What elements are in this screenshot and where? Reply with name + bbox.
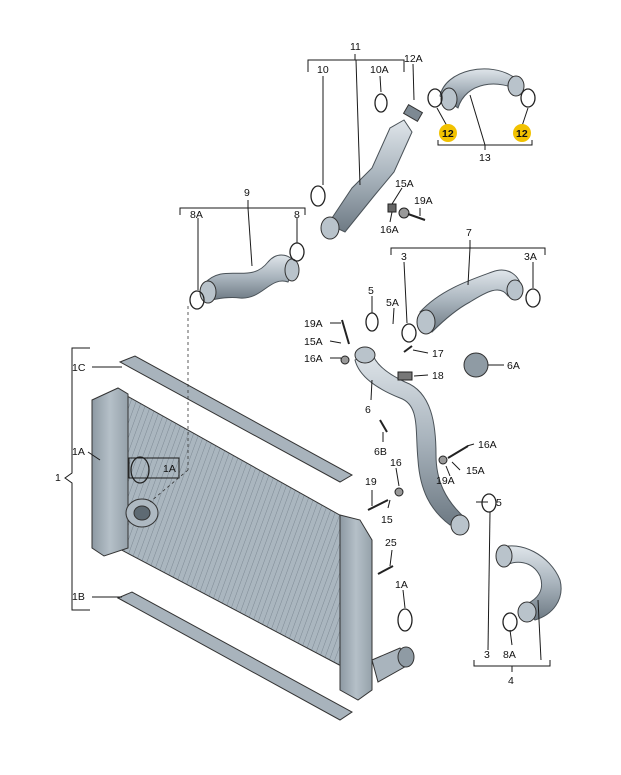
label-8a-bottom: 8A [503, 649, 516, 661]
label-12-right: 12 [516, 128, 528, 140]
grommet-16a-top [398, 207, 410, 219]
label-15-low: 15 [381, 514, 393, 526]
radiator-right-tank [339, 514, 373, 701]
oring-3-top [401, 323, 417, 343]
oring-8-top [289, 242, 305, 262]
label-16a-mid: 16A [304, 353, 323, 365]
label-3a: 3A [524, 251, 537, 263]
label-25: 25 [385, 537, 397, 549]
label-18: 18 [432, 370, 444, 382]
label-16a-top: 16A [380, 224, 399, 236]
bolt-19a-top [407, 213, 426, 221]
oring-10a [374, 93, 388, 113]
bolt-6b [379, 419, 388, 433]
radiator-right-port-rim [397, 646, 415, 668]
leader-lines [64, 54, 551, 672]
label-1c: 1C [72, 362, 86, 374]
oring-3a [525, 288, 541, 308]
label-16-low: 16 [390, 457, 402, 469]
label-1a-left: 1A [72, 446, 85, 458]
grommet-16-low [394, 487, 404, 497]
label-6: 6 [365, 404, 371, 416]
hose-9 [189, 242, 305, 310]
screw-17 [403, 345, 413, 353]
bolt-25 [377, 565, 394, 575]
grommet-16a-mid [340, 355, 350, 365]
bolt-19a-mid [341, 319, 350, 345]
cover-strip-top [118, 355, 354, 483]
label-19a-right: 19A [436, 475, 455, 487]
clip-18 [397, 371, 413, 381]
intercooler [91, 355, 415, 721]
oring-8a-top [189, 290, 205, 310]
label-1: 1 [55, 472, 61, 484]
label-5-right: 5 [496, 497, 502, 509]
label-19-low: 19 [365, 476, 377, 488]
label-1a-low: 1A [395, 579, 408, 591]
oring-1a-low [397, 608, 413, 632]
radiator-left-port-hole [133, 505, 151, 521]
label-12a: 12A [404, 53, 423, 65]
oring-8a-bottom [502, 612, 518, 632]
cover-strip-bottom [116, 591, 353, 721]
label-8-top: 8 [294, 209, 300, 221]
label-9: 9 [244, 187, 250, 199]
label-5a: 5A [386, 297, 399, 309]
label-13: 13 [479, 152, 491, 164]
label-1a-box: 1A [163, 463, 176, 475]
label-10a: 10A [370, 64, 389, 76]
label-10: 10 [317, 64, 329, 76]
label-4: 4 [508, 675, 514, 687]
radiator-core [107, 391, 346, 669]
label-3-top: 3 [401, 251, 407, 263]
label-6a: 6A [507, 360, 520, 372]
label-17: 17 [432, 348, 444, 360]
hose-13 [427, 68, 536, 111]
label-8a-top: 8A [190, 209, 203, 221]
grommet-16a-right [438, 455, 448, 465]
label-11: 11 [350, 41, 361, 53]
hose-7 [401, 269, 541, 343]
callout-box-1a [128, 457, 180, 479]
label-19a-mid: 19A [304, 318, 323, 330]
oring-12-left [427, 88, 443, 108]
oring-1a-left [130, 456, 150, 484]
pipe-11 [310, 93, 426, 240]
oring-5-mid [365, 312, 379, 332]
label-15a-right: 15A [466, 465, 485, 477]
label-5-mid: 5 [368, 285, 374, 297]
label-19a-top: 19A [414, 195, 433, 207]
label-15a-top: 15A [395, 178, 414, 190]
label-7: 7 [466, 227, 472, 239]
clamp-12a [402, 103, 424, 123]
label-6b: 6B [374, 446, 387, 458]
bolt-19a-right [447, 445, 469, 459]
nut-15a-top [387, 203, 397, 213]
oring-12-right [520, 88, 536, 108]
highlight-12-right [513, 124, 531, 142]
label-15a-mid: 15A [304, 336, 323, 348]
label-12-left: 12 [442, 128, 454, 140]
bolt-19-low [367, 499, 389, 511]
label-16a-right: 16A [478, 439, 497, 451]
label-1b: 1B [72, 591, 85, 603]
hose-4 [397, 544, 562, 632]
highlight-12-left [439, 124, 457, 142]
label-3-bottom: 3 [484, 649, 490, 661]
oring-10 [310, 185, 326, 207]
radiator-left-tank [91, 387, 129, 557]
cap-6a [463, 352, 489, 378]
oring-5-right [481, 493, 497, 513]
